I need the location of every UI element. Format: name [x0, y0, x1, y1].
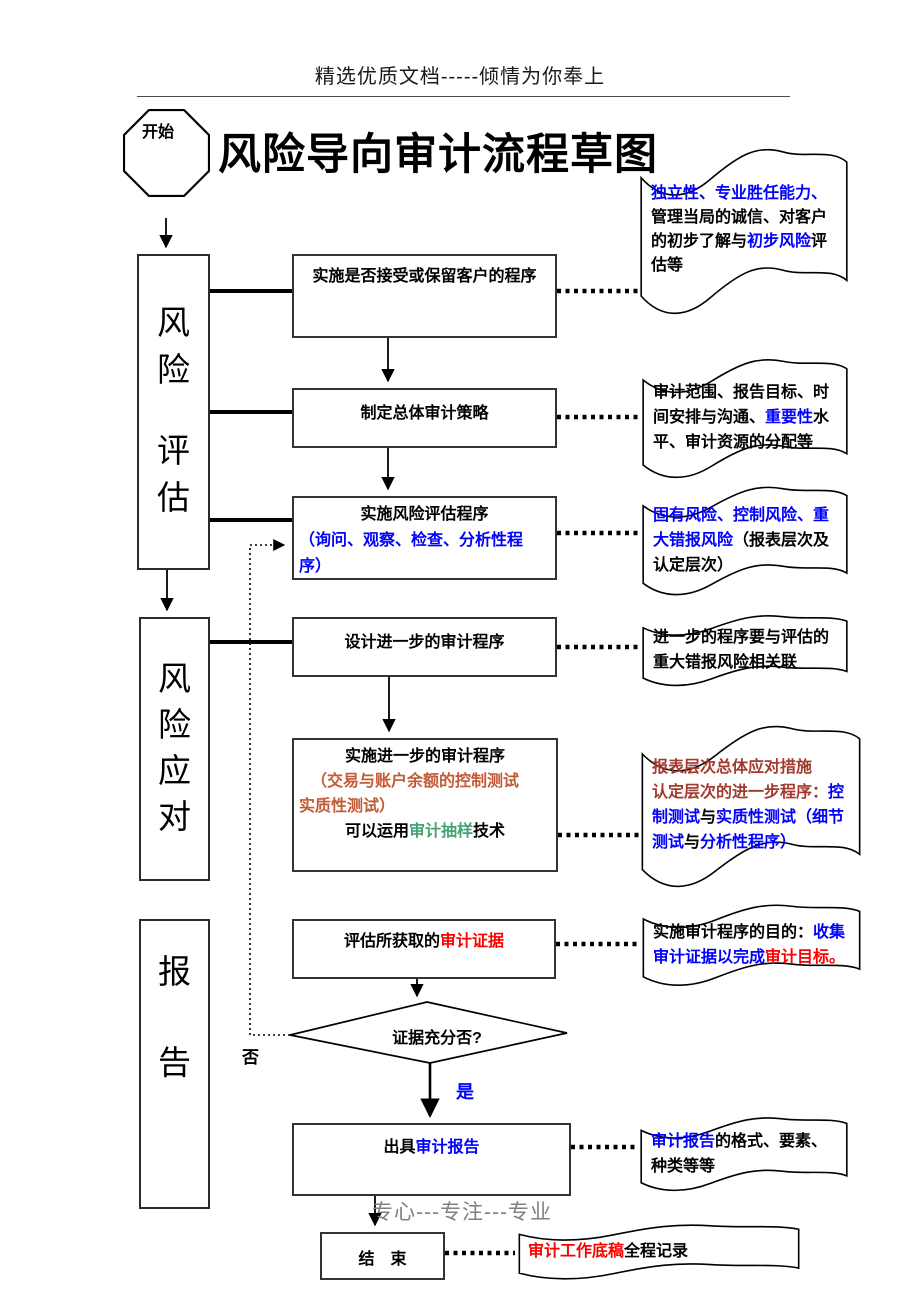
- step-risk-assessment-procedures: 实施风险评估程序（询问、观察、检查、分析性程序）: [292, 496, 557, 580]
- footer-watermark: 专心---专注---专业: [372, 1201, 552, 1224]
- header-text: 精选优质文档-----倾情为你奉上: [314, 66, 606, 88]
- callout-working-papers: 审计工作底稿全程记录: [515, 1223, 803, 1280]
- feedback-no-path: [249, 539, 290, 1036]
- end-box: 结 束: [320, 1232, 445, 1280]
- callout-acceptance-factors: 独立性、专业胜任能力、管理当局的诚信、对客户的初步了解与初步风险评估等: [638, 143, 850, 317]
- step-evaluate-evidence: 评估所获取的审计证据: [292, 919, 556, 979]
- callout-response-measures: 报表层次总体应对措施认定层次的进一步程序：控制测试与实质性测试（细节测试与分析性…: [639, 720, 863, 890]
- start-octagon: [123, 109, 210, 197]
- callout-strategy-scope: 审计范围、报告目标、时间安排与沟通、重要性水平、审计资源的分配等: [640, 355, 850, 480]
- step-accept-client: 实施是否接受或保留客户的程序: [292, 254, 557, 338]
- lane-risk-response: 风险应对: [139, 617, 210, 881]
- callout-procedure-purpose: 实施审计程序的目的：收集审计证据以完成审计目标。: [640, 902, 863, 987]
- callout-report-format: 审计报告的格式、要素、种类等等: [638, 1115, 850, 1192]
- callout-risk-types: 固有风险、控制风险、重大错报风险（报表层次及认定层次）: [640, 483, 850, 597]
- decision-no-label: 否: [242, 1048, 259, 1067]
- callout-further-procedures-link: 进一步的程序要与评估的重大错报风险相关联: [640, 613, 850, 687]
- step-design-further-procedures: 设计进一步的审计程序: [292, 617, 557, 677]
- start-label: 开始: [141, 124, 174, 141]
- decision-label: 证据充分否?: [392, 1030, 482, 1047]
- step-issue-report: 出具审计报告: [292, 1123, 571, 1196]
- page-title: 风险导向审计流程草图: [218, 131, 658, 179]
- lane-risk-assessment: 风险评估: [137, 254, 210, 570]
- lane-reporting: 报告: [139, 919, 210, 1209]
- decision-yes-label: 是: [456, 1082, 474, 1102]
- header-divider: [137, 96, 790, 97]
- step-audit-strategy: 制定总体审计策略: [292, 388, 557, 448]
- step-perform-further-procedures: 实施进一步的审计程序（交易与账户余额的控制测试实质性测试）可以运用审计抽样技术: [292, 738, 558, 872]
